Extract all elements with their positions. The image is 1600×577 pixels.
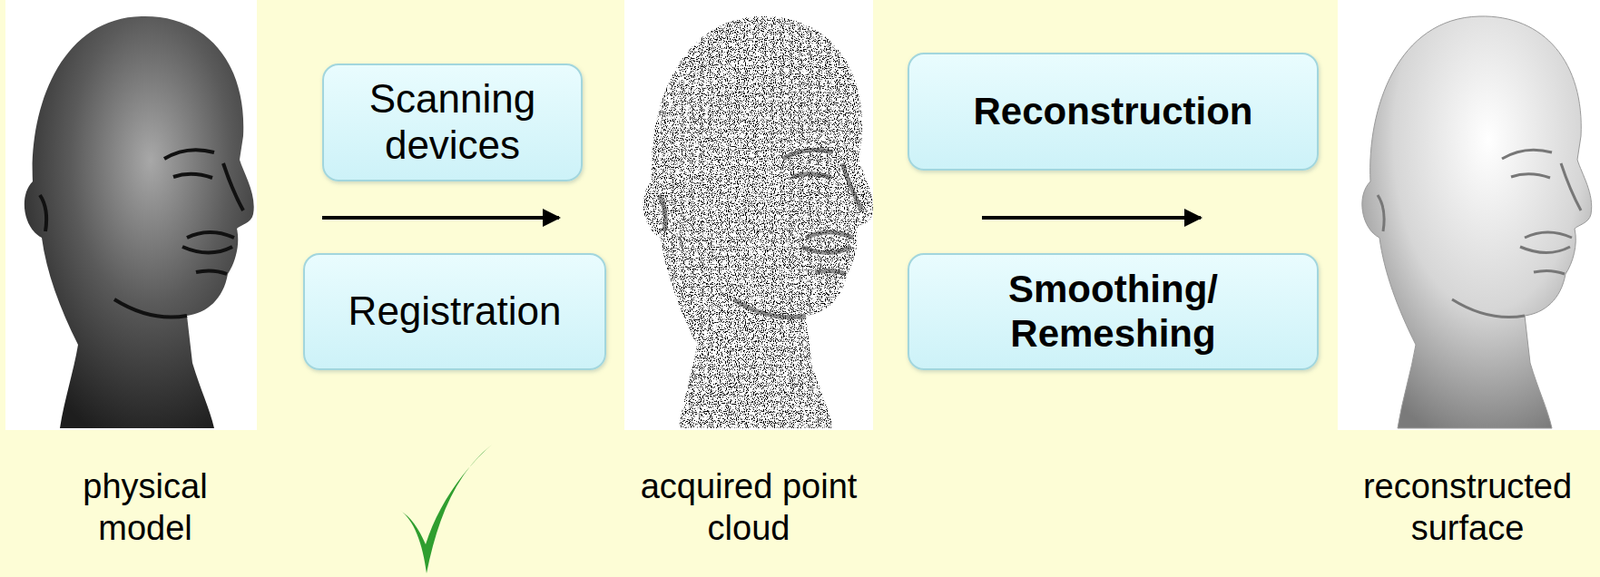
stage-label: physical model [45, 466, 246, 550]
stage-label: reconstructed surface [1344, 466, 1591, 550]
process-box: Registration [303, 253, 607, 371]
box-label: Reconstruction [972, 89, 1253, 134]
process-box: Reconstruction [907, 52, 1319, 171]
process-box: Smoothing/ Remeshing [907, 253, 1319, 371]
process-box: Scanning devices [322, 63, 583, 182]
box-label: Registration [348, 288, 562, 335]
box-label: Smoothing/ Remeshing [977, 267, 1250, 356]
box-label: Scanning devices [348, 76, 558, 168]
stage-label: acquired point cloud [639, 466, 858, 550]
